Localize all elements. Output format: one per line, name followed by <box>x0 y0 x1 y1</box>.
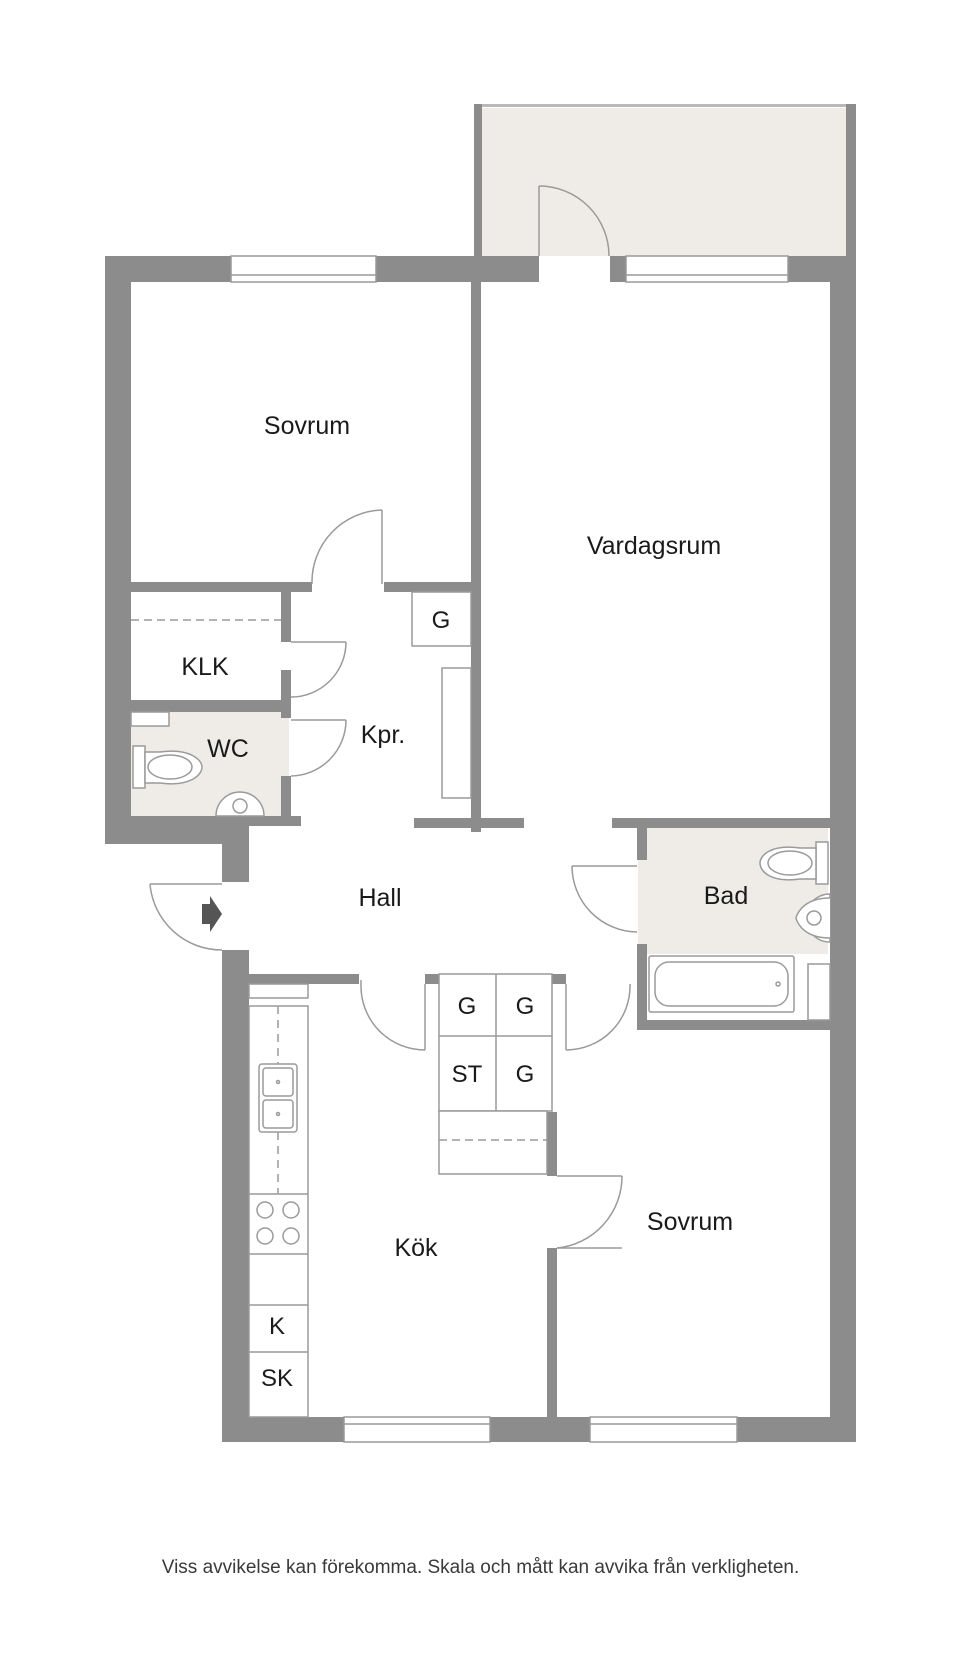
bathtub-icon <box>648 955 795 1013</box>
window-sovrum-top <box>230 255 377 283</box>
walls <box>105 104 856 1442</box>
fixture-label-g-kpr: G <box>432 607 451 634</box>
fixture-label-g-2: G <box>516 993 535 1020</box>
room-label-sovrum-bottom: Sovrum <box>647 1208 733 1236</box>
window-sovrum-bottom <box>589 1416 738 1443</box>
room-label-hall: Hall <box>358 884 401 912</box>
entrance-arrow-icon <box>202 896 222 932</box>
sink-icon <box>215 791 265 817</box>
window-vardagsrum <box>625 255 789 283</box>
doors <box>149 185 638 1249</box>
fixture-label-g-1: G <box>458 993 477 1020</box>
windows <box>230 255 789 1443</box>
room-label-kpr: Kpr. <box>361 721 405 749</box>
window-kok <box>343 1416 491 1443</box>
fixture-label-sk: SK <box>261 1365 293 1392</box>
toilet-icon <box>132 745 203 789</box>
toilet-icon <box>759 841 829 885</box>
room-label-wc: WC <box>207 735 249 763</box>
room-label-bad: Bad <box>704 882 748 910</box>
disclaimer-text: Viss avvikelse kan förekomma. Skala och … <box>161 1557 800 1578</box>
fixture-label-st: ST <box>452 1061 483 1088</box>
fixture-label-g-3: G <box>516 1061 535 1088</box>
room-label-klk: KLK <box>181 653 229 681</box>
balcony-floor <box>482 108 846 256</box>
fixture-label-k: K <box>269 1313 285 1340</box>
room-label-vardagsrum: Vardagsrum <box>587 532 721 560</box>
stove-icon <box>256 1201 300 1245</box>
sink-icon <box>258 1063 298 1133</box>
room-label-kok: Kök <box>394 1234 438 1262</box>
sink-icon <box>795 893 831 943</box>
room-label-sovrum-top: Sovrum <box>264 412 350 440</box>
